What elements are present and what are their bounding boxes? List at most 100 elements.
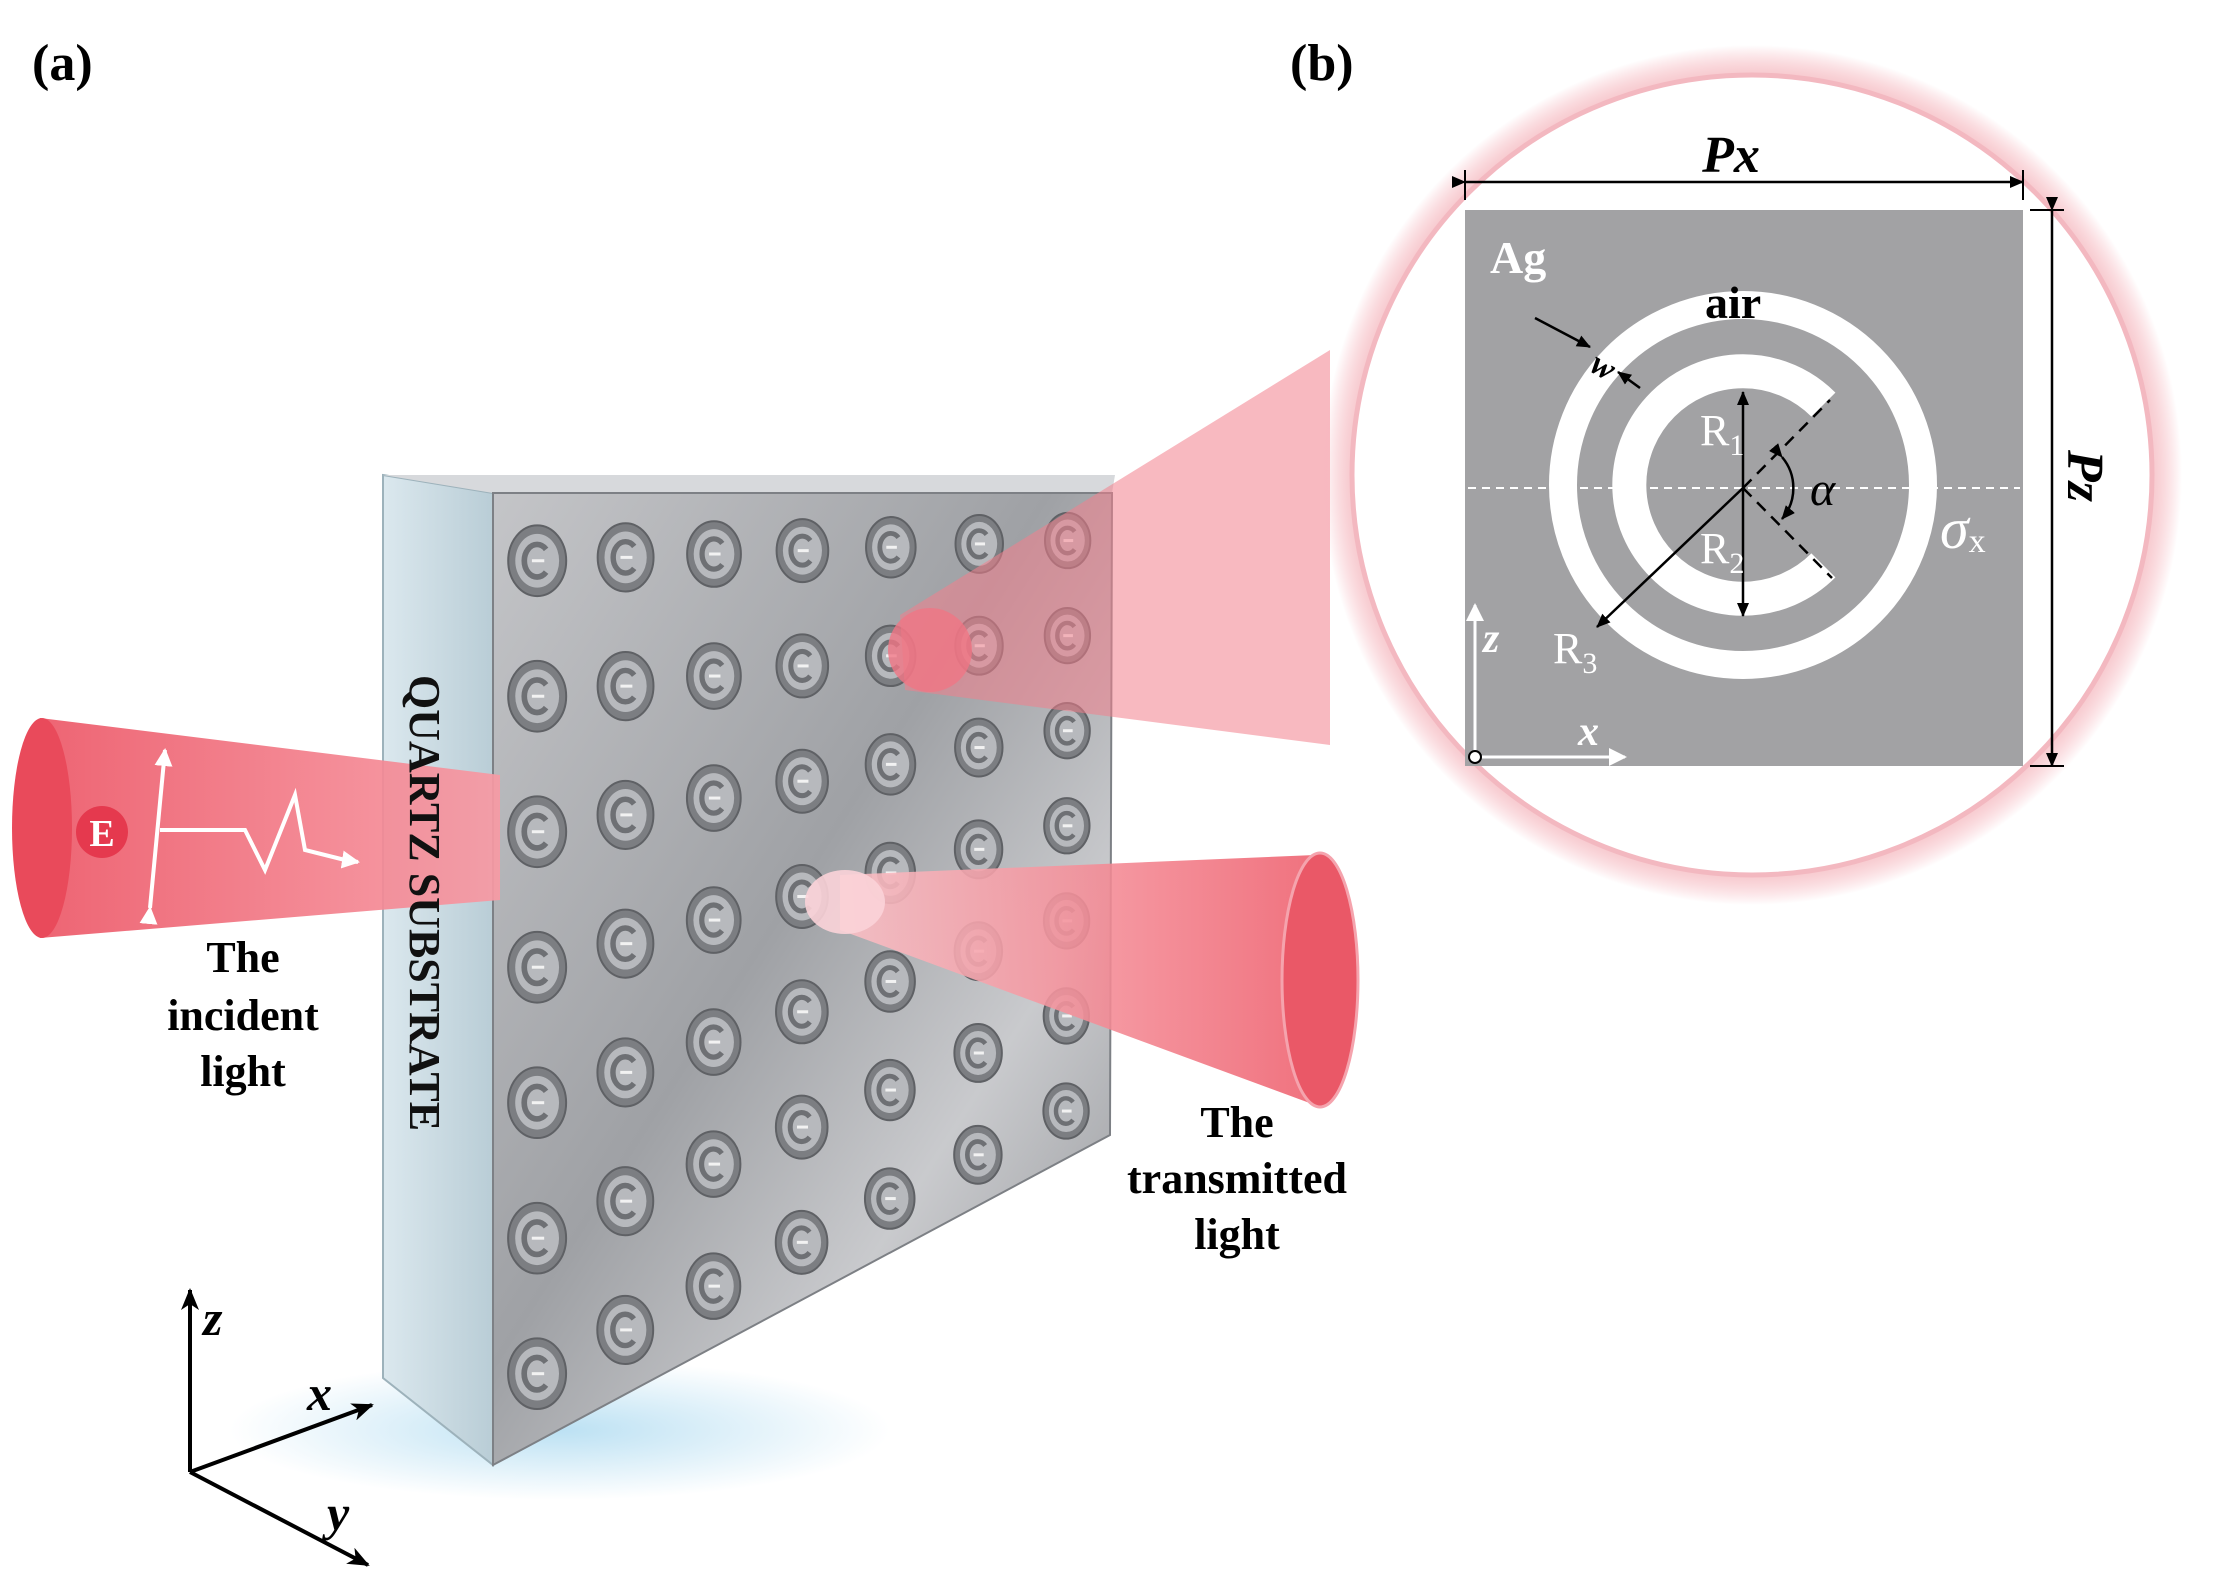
meta-atom-split-ring: [699, 1024, 724, 1060]
split-ring: [1612, 354, 1836, 616]
zoom-cone: [900, 350, 1330, 745]
meta-atom-split-ring: [1053, 1096, 1075, 1126]
meta-atom: [864, 733, 917, 796]
gap-line-lower: [1742, 487, 1833, 579]
meta-atom: [507, 930, 568, 1004]
meta-atom: [507, 659, 568, 733]
cell-origin: [1468, 750, 1482, 764]
cell-axis-z-label: z: [1481, 616, 1500, 662]
meta-atom-split-ring: [788, 648, 813, 683]
meta-atom: [864, 950, 916, 1013]
meta-atom: [953, 1124, 1003, 1185]
meta-atom-split-ring: [788, 533, 813, 568]
incident-label-1: The: [206, 933, 279, 982]
meta-atom-split-ring: [787, 879, 812, 914]
meta-atom-split-ring: [521, 1354, 549, 1393]
meta-atom-split-ring: [698, 1268, 724, 1304]
meta-atom: [596, 651, 655, 722]
meta-atom: [507, 1066, 568, 1140]
substrate-label: QUARTZ SUBSTRATE: [400, 675, 449, 1131]
meta-atom-split-ring: [965, 833, 988, 865]
meta-atom-split-ring: [610, 796, 637, 834]
meta-atom: [775, 979, 829, 1045]
meta-atom-split-ring: [1054, 715, 1076, 746]
meta-atom: [953, 1023, 1003, 1083]
meta-atom: [596, 779, 655, 850]
meta-atom-split-ring: [610, 538, 637, 576]
meta-atom: [953, 819, 1004, 880]
meta-atom: [685, 764, 742, 832]
meta-atom-split-ring: [787, 994, 812, 1029]
meta-atom: [1042, 1082, 1090, 1140]
ag-label: Ag: [1490, 232, 1546, 283]
outer-ring: [1549, 291, 1937, 679]
meta-atom: [863, 1167, 916, 1230]
e-field-waveform: [160, 787, 346, 875]
meta-atom-split-ring: [610, 925, 637, 963]
zoom-spot: [888, 608, 972, 692]
meta-atom-split-ring: [876, 1182, 900, 1215]
r3-arrow: [1596, 487, 1744, 628]
meta-atom: [596, 1166, 655, 1237]
meta-atom: [596, 1037, 655, 1108]
meta-atom-split-ring: [876, 1073, 900, 1107]
meta-atom: [596, 522, 655, 593]
meta-atom-split-ring: [521, 1219, 549, 1258]
transmitted-beam: [840, 855, 1315, 1105]
px-label: Px: [1701, 127, 1760, 184]
meta-atom: [685, 1252, 742, 1320]
axis-x-arrow: [189, 1403, 374, 1474]
meta-atom-split-ring: [877, 748, 900, 781]
meta-atom: [596, 908, 655, 979]
meta-atom-split-ring: [876, 965, 900, 998]
transmitted-label-3: light: [1194, 1210, 1280, 1259]
meta-atom: [864, 1058, 916, 1122]
meta-atom: [596, 1294, 655, 1365]
meta-atom: [775, 633, 830, 699]
meta-atom-split-ring: [521, 948, 549, 987]
incident-beam-end: [12, 718, 72, 938]
meta-atom-split-ring: [787, 1225, 812, 1260]
r2-label: R2: [1700, 524, 1744, 580]
meta-atom-split-ring: [610, 1054, 637, 1091]
meta-atom-split-ring: [965, 1139, 988, 1171]
panel-b-tag: (b): [1290, 35, 1354, 92]
panel-a-tag: (a): [32, 35, 93, 92]
meta-atom: [507, 795, 568, 869]
axis-y-arrow: [189, 1470, 370, 1567]
w-arrow-inner: [1617, 370, 1641, 390]
propagation-arrow: [340, 850, 360, 869]
axis-y-label: y: [322, 1485, 350, 1541]
cell-axis-x-label: x: [1577, 709, 1599, 755]
meta-atom: [774, 1094, 829, 1160]
transmitted-beam-end: [1280, 851, 1360, 1109]
meta-atom-split-ring: [521, 541, 549, 580]
meta-atom: [775, 748, 829, 814]
meta-atom: [507, 1337, 568, 1411]
meta-atom-split-ring: [788, 764, 813, 799]
meta-atom-split-ring: [521, 1083, 549, 1122]
slab-top-edge: [383, 475, 1115, 493]
r3-label: R3: [1553, 624, 1597, 680]
axis-x-label: x: [306, 1365, 332, 1421]
meta-atom-split-ring: [965, 1037, 988, 1069]
meta-atom-split-ring: [521, 812, 549, 851]
meta-atom: [507, 1201, 568, 1275]
e-field-vertical-arrow: [139, 748, 173, 925]
transmitted-label-2: transmitted: [1127, 1154, 1347, 1203]
r1-label: R1: [1700, 406, 1744, 462]
meta-atom-split-ring: [1054, 810, 1076, 841]
meta-atom-split-ring: [698, 1146, 724, 1182]
alpha-label: α: [1810, 463, 1836, 516]
axis-z-label: z: [201, 1290, 223, 1346]
meta-atom-split-ring: [787, 1110, 812, 1145]
meta-atom: [507, 524, 568, 598]
meta-atom: [685, 1008, 742, 1076]
pz-label: Pz: [2056, 449, 2113, 503]
meta-atom-split-ring: [610, 1182, 637, 1220]
incident-label-2: incident: [167, 991, 319, 1040]
meta-atom: [1043, 797, 1091, 855]
w-arrow-outer: [1534, 316, 1591, 349]
meta-atom-split-ring: [877, 530, 901, 564]
